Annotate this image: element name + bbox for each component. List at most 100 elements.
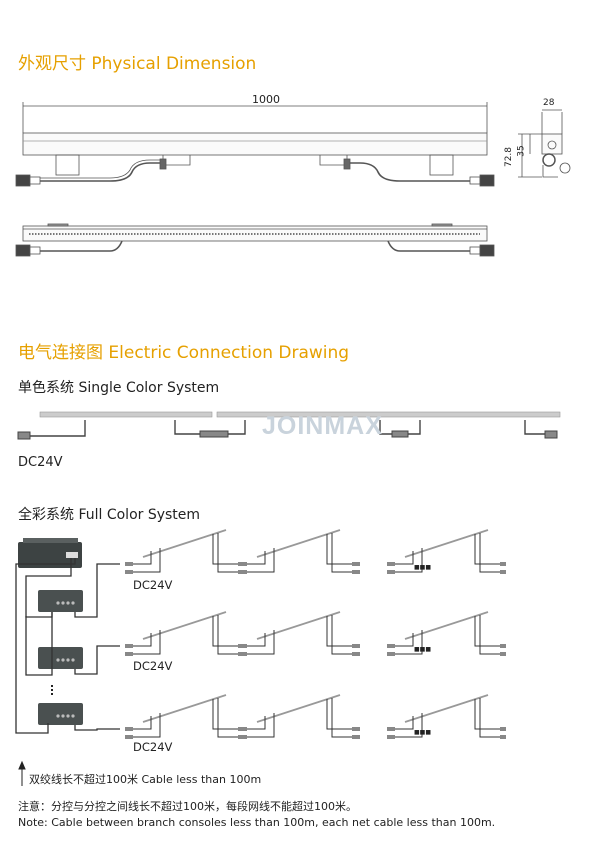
port-icon (61, 658, 65, 662)
cable (217, 615, 238, 655)
light-bar (142, 694, 227, 723)
voltage-label-row-1: DC24V (133, 578, 173, 592)
note-english: Note: Cable between branch consoles less… (18, 816, 496, 829)
ethernet-ports (66, 552, 78, 558)
cable (247, 548, 275, 573)
cable (474, 699, 500, 730)
cable (395, 633, 414, 647)
cable (326, 699, 352, 730)
cable (212, 616, 238, 647)
cable-note: 双绞线长不超过100米 Cable less than 100m (29, 773, 262, 786)
cable (247, 633, 266, 647)
cable (331, 698, 352, 738)
connector (125, 735, 133, 739)
cable (133, 551, 152, 565)
connector (500, 735, 506, 739)
cable (247, 630, 275, 655)
joinmax-watermark: JOINMAX (262, 412, 383, 440)
connector (239, 570, 247, 574)
connector (125, 644, 133, 648)
connector (239, 644, 247, 648)
cable (217, 533, 238, 573)
data-cable (74, 563, 120, 618)
single-voltage-label: DC24V (18, 455, 63, 470)
port-icon (61, 601, 65, 605)
connector (387, 562, 395, 566)
network-cable (25, 612, 53, 676)
light-bar (142, 529, 227, 558)
cable (326, 534, 352, 565)
connector (500, 727, 506, 731)
cable (474, 616, 500, 647)
branch-controller (38, 590, 83, 612)
connector (500, 570, 506, 574)
connector (239, 735, 247, 739)
cable (395, 716, 414, 730)
branch-controller (38, 647, 83, 669)
port-icon (61, 714, 65, 718)
port-icon (56, 601, 60, 605)
physical-dimension-title: 外观尺寸 Physical Dimension (18, 54, 257, 74)
full-color-diagram (15, 529, 506, 739)
cable (247, 716, 266, 730)
port-icon (71, 601, 75, 605)
connector (500, 644, 506, 648)
cable (133, 630, 161, 655)
port-icon (71, 714, 75, 718)
cable (133, 633, 152, 647)
connector (352, 644, 360, 648)
light-bar (256, 529, 341, 558)
connector (125, 727, 133, 731)
light-bar (256, 694, 341, 723)
port-icon (66, 658, 70, 662)
cable (133, 713, 161, 738)
cable (395, 713, 423, 738)
connector (125, 562, 133, 566)
main-controller (18, 542, 82, 568)
connector (352, 570, 360, 574)
port-icon (66, 714, 70, 718)
cable (133, 716, 152, 730)
port-icon (71, 658, 75, 662)
data-cable (74, 645, 120, 675)
cable (217, 698, 238, 738)
single-color-title: 单色系统 Single Color System (18, 380, 220, 396)
note-chinese: 注意：分控与分控之间线长不超过100米，每段网线不能超过100米。 (18, 800, 357, 813)
cable (331, 615, 352, 655)
ellipsis-row-1: ■■■ (414, 564, 432, 571)
branch-controller (38, 703, 83, 725)
connector (387, 727, 395, 731)
cable (326, 616, 352, 647)
main-controller-top (23, 538, 78, 543)
cable (331, 533, 352, 573)
connector (125, 570, 133, 574)
connector (352, 562, 360, 566)
cable (133, 548, 161, 573)
ellipsis-row-2: ■■■ (414, 646, 432, 653)
connector (387, 652, 395, 656)
light-bar (404, 611, 489, 640)
cable (479, 533, 500, 573)
cable (212, 699, 238, 730)
light-bar (256, 611, 341, 640)
width-dimension: 28 (543, 98, 555, 108)
full-color-title: 全彩系统 Full Color System (18, 507, 201, 523)
cable (212, 534, 238, 565)
voltage-label-row-3: DC24V (133, 740, 173, 754)
cable (247, 713, 275, 738)
connector (387, 735, 395, 739)
light-bar (404, 529, 489, 558)
light-bar (404, 694, 489, 723)
cable (479, 615, 500, 655)
port-icon (66, 601, 70, 605)
cable (395, 630, 423, 655)
connector (239, 562, 247, 566)
connector (500, 562, 506, 566)
connector (387, 570, 395, 574)
height-dimension: 72.8 (504, 146, 515, 168)
electric-connection-title: 电气连接图 Electric Connection Drawing (18, 343, 350, 363)
connector (500, 652, 506, 656)
port-icon (56, 658, 60, 662)
cable (474, 534, 500, 565)
